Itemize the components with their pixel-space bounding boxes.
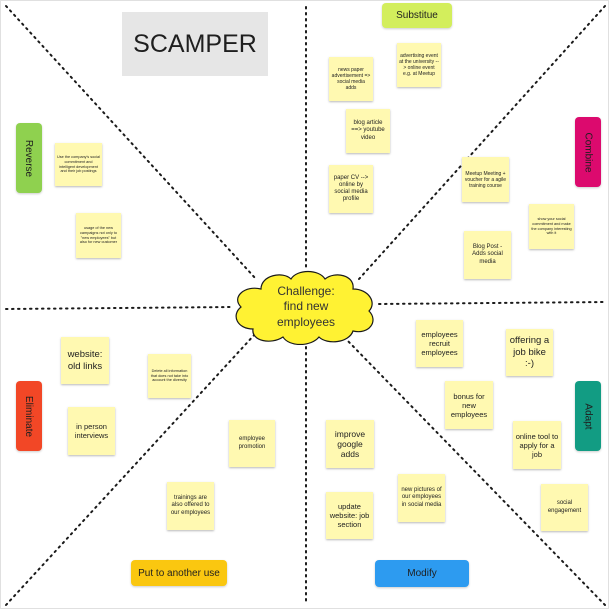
divider-right — [378, 301, 607, 305]
challenge-cloud — [235, 270, 374, 345]
sticky-note-paper-cv[interactable]: paper CV --> online by social media prof… — [329, 165, 373, 213]
sticky-note-blog-post[interactable]: Blog Post - Adds social media — [464, 231, 511, 279]
tag-combine-label: Combine — [582, 131, 594, 173]
tag-put-to-another-use[interactable]: Put to another use — [131, 560, 227, 586]
divider-top-left — [5, 5, 257, 280]
sticky-note-in-person-interviews[interactable]: in person interviews — [68, 407, 115, 455]
divider-top-right — [358, 5, 606, 280]
sticky-note-show-commitment[interactable]: show your social commitment and make the… — [529, 204, 574, 249]
sticky-note-online-tool[interactable]: online tool to apply for a job — [513, 421, 561, 469]
tag-adapt[interactable]: Adapt — [575, 381, 601, 451]
sticky-note-delete-information[interactable]: Delete all information that does not tak… — [148, 354, 191, 398]
divider-bottom-left — [5, 332, 257, 606]
board-title: SCAMPER — [122, 12, 268, 76]
tag-substitute[interactable]: Substitue — [382, 3, 452, 28]
sticky-note-offering-job-bike[interactable]: offering a job bike :-) — [506, 329, 553, 376]
sticky-note-website-old-links[interactable]: website: old links — [61, 337, 109, 384]
sticky-note-bonus[interactable]: bonus for new employees — [445, 381, 493, 429]
challenge-text: Challenge: find new employees — [276, 283, 336, 329]
sticky-note-trainings-offered[interactable]: trainings are also offered to our employ… — [167, 482, 214, 530]
sticky-note-improve-google-adds[interactable]: improve google adds — [326, 420, 374, 468]
sticky-note-use-company-commitment[interactable]: Use the company's social commitment and … — [55, 143, 102, 186]
tag-combine[interactable]: Combine — [575, 117, 601, 187]
tag-eliminate[interactable]: Eliminate — [16, 381, 42, 451]
tag-reverse-label: Reverse — [23, 139, 35, 177]
sticky-note-employee-promotion[interactable]: employee promotion — [229, 420, 275, 467]
sticky-note-advertising-event[interactable]: advertising event at the university --> … — [397, 43, 441, 87]
tag-adapt-label: Adapt — [582, 402, 594, 430]
sticky-note-blog-article[interactable]: blog article ==> youtube video — [346, 109, 390, 153]
sticky-note-employees-recruit[interactable]: employees recruit employees — [416, 320, 463, 367]
divider-left — [5, 306, 234, 310]
tag-reverse[interactable]: Reverse — [16, 123, 42, 193]
sticky-note-paper-advertisement[interactable]: news paper advertisement => social media… — [329, 57, 373, 101]
sticky-note-new-pictures[interactable]: new pictures of our employees in social … — [398, 474, 445, 522]
tag-modify[interactable]: Modify — [375, 560, 469, 587]
sticky-note-usage-of-new-campaigns[interactable]: usage of the new campaigns not only to "… — [76, 213, 121, 258]
sticky-note-update-website[interactable]: update website: job section — [326, 492, 373, 539]
sticky-note-meetup-voucher[interactable]: Meetup Meeting + voucher for a agile tra… — [462, 157, 509, 202]
tag-eliminate-label: Eliminate — [23, 395, 35, 437]
divider-bottom-right — [345, 338, 606, 606]
sticky-note-social-engagement[interactable]: social engagement — [541, 484, 588, 531]
